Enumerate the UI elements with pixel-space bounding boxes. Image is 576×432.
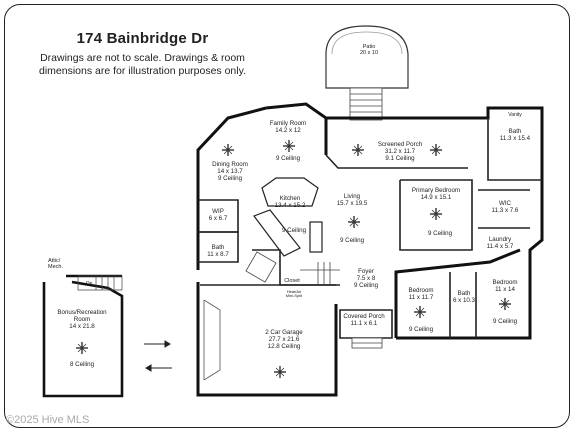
vanity-label: Vanity (508, 112, 522, 118)
dn-label: Dn (86, 281, 93, 287)
fan-icon (75, 341, 89, 355)
bonus-room-dims: 14 x 21.8 (69, 323, 95, 330)
family-room-dims: 14.2 x 12 (275, 127, 301, 134)
bath-3-dims: 6 x 10.3 (453, 297, 476, 304)
fan-icon (351, 143, 365, 157)
covered-porch-label: Covered Porch (343, 313, 385, 320)
garage-label: 2 Car Garage (265, 329, 303, 336)
closet-label: Closet (284, 278, 300, 284)
mls-watermark: ©2025 Hive MLS (6, 414, 90, 426)
page-border (4, 4, 570, 428)
primary-bedroom-ceiling: 9 Ceiling (428, 230, 453, 237)
primary-bath-dims: 11.3 x 15.4 (500, 135, 531, 142)
attic-label: Attic/ (48, 258, 61, 264)
laundry-label: Laundry (489, 236, 512, 243)
patio-steps (349, 87, 383, 121)
fan-icon (347, 215, 361, 229)
wic-label: WIC (499, 200, 512, 207)
mini-split-label: Mini-Split (286, 293, 303, 298)
hall-bath-label: Bath (212, 244, 225, 251)
property-address-title: 174 Bainbridge Dr (76, 30, 209, 47)
screened-porch-ceiling: 9.1 Ceiling (385, 155, 415, 162)
bath-3-label: Bath (458, 290, 471, 297)
attic-label-2: Mech. (48, 264, 63, 270)
laundry-dims: 11.4 x 5.7 (487, 243, 514, 250)
room-labels: Family Room 14.2 x 12 9 Ceiling Screened… (48, 112, 531, 368)
living-dims: 15.7 x 19.5 (337, 200, 368, 207)
disclaimer-line-2: dimensions are for illustration purposes… (39, 65, 246, 77)
bonus-room-walls (42, 274, 124, 398)
bonus-room-label: Bonus/Recreation (57, 309, 107, 316)
family-room-label: Family Room (270, 120, 306, 127)
wip-label: WIP (212, 208, 224, 215)
interior-walls (198, 118, 542, 339)
dining-room-ceiling: 9 Ceiling (218, 175, 243, 182)
wip-dims: 6 x 6.7 (209, 215, 228, 222)
screened-porch-label: Screened Porch (378, 141, 423, 148)
kitchen-island (253, 177, 323, 257)
patio-dims: 20 x 10 (360, 50, 378, 56)
foyer-label: Foyer (358, 268, 374, 275)
kitchen-label: Kitchen (280, 195, 301, 202)
dining-room-dims: 14 x 13.7 (217, 168, 243, 175)
foyer-dims: 7.5 x 8 (357, 275, 376, 282)
fan-icon (498, 297, 512, 311)
fan-icon (282, 139, 296, 153)
foyer-ceiling: 9 Ceiling (354, 282, 379, 289)
bonus-room-ceiling: 8 Ceiling (70, 361, 95, 368)
entry-arrows (144, 340, 172, 372)
family-room-ceiling: 9 Ceiling (276, 155, 301, 162)
bedroom-3-label: Bedroom (492, 279, 517, 286)
fan-icon (429, 207, 443, 221)
bedroom-2-label: Bedroom (408, 287, 433, 294)
patio: Patio 20 x 10 (325, 25, 409, 89)
bedroom-3-ceiling: 9 Ceiling (493, 318, 518, 325)
bedroom-2-dims: 11 x 11.7 (409, 294, 434, 301)
fan-icon (221, 143, 235, 157)
bedroom-2-ceiling: 9 Ceiling (409, 326, 434, 333)
covered-porch-dims: 11.1 x 6.1 (351, 320, 378, 327)
disclaimer-line-1: Drawings are not to scale. Drawings & ro… (40, 52, 245, 64)
hall-bath-dims: 11 x 8.7 (207, 251, 229, 258)
bedroom-3-dims: 11 x 14 (495, 286, 515, 293)
wic-dims: 11.3 x 7.6 (492, 207, 519, 214)
heat-air-label: Heat/Air (287, 289, 302, 294)
fan-icon (429, 143, 443, 157)
living-label: Living (344, 193, 361, 200)
primary-bedroom-dims: 14.9 x 15.1 (421, 194, 452, 201)
bonus-stairs (77, 275, 123, 291)
garage-doors (203, 299, 221, 381)
primary-bedroom-label: Primary Bedroom (412, 187, 460, 194)
garage-dims: 27.7 x 21.6 (269, 336, 300, 343)
patio-label: Patio (363, 44, 376, 50)
disclaimer-text: Drawings are not to scale. Drawings & ro… (0, 52, 285, 78)
primary-bath-label: Bath (509, 128, 522, 135)
kitchen-ceiling: 9 Ceiling (282, 227, 307, 234)
porch-steps (351, 337, 383, 349)
screened-porch-dims: 31.2 x 11.7 (385, 148, 416, 155)
garage-ceiling: 12.8 Ceiling (268, 343, 301, 350)
bonus-room-label-2: Room (74, 316, 91, 323)
living-ceiling: 9 Ceiling (340, 237, 365, 244)
fan-icon (413, 305, 427, 319)
dining-room-label: Dining Room (212, 161, 248, 168)
stairs-main (245, 251, 340, 284)
fan-icon (273, 365, 287, 379)
kitchen-dims: 13.4 x 15.2 (275, 202, 306, 209)
